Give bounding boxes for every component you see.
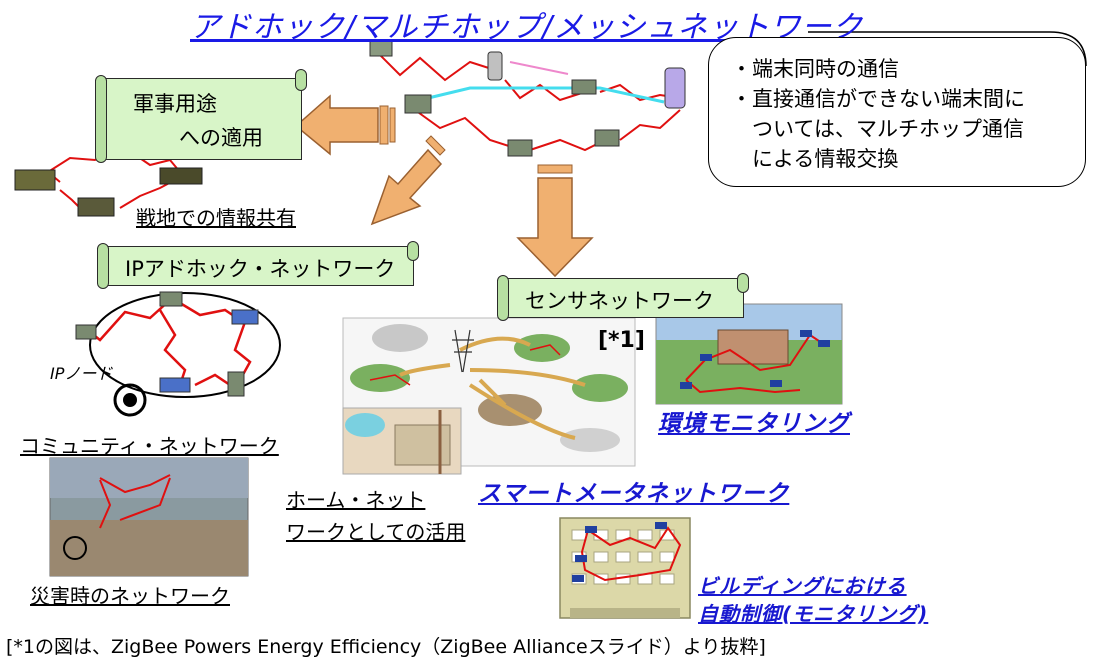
router-icon [231, 309, 259, 325]
reference-mark: [*1] [598, 328, 645, 353]
disaster-caption: 災害時のネットワーク [30, 584, 230, 608]
power-tower-icon [452, 329, 474, 373]
mesh-direct-link-cyan [419, 86, 665, 104]
home-caption-line1: ホーム・ネット [286, 488, 426, 512]
mobile-phone-icon [664, 67, 686, 109]
pool-icon [345, 413, 385, 437]
ip-adhoc-caption: コミュニティ・ネットワーク [20, 434, 279, 458]
environment-caption: 環境モニタリング [658, 411, 850, 437]
humvee-icon [77, 197, 115, 217]
disaster-photo-sky [50, 458, 248, 498]
building-caption-line2: 自動制御(モニタリング) [698, 602, 929, 626]
building-caption: ビルディングにおける 自動制御(モニタリング) [698, 572, 928, 628]
building-caption-line1: ビルディングにおける [698, 574, 907, 598]
ip-links [89, 298, 252, 387]
environment-links-2 [685, 379, 801, 394]
ip-network-oval [89, 292, 281, 398]
ip-devices [75, 291, 259, 417]
armored-vehicle-icon [14, 169, 56, 191]
house-interior-icon [394, 424, 451, 466]
ip-adhoc-scroll-banner: IPアドホック・ネットワーク [97, 241, 419, 289]
laptop-icon [159, 291, 183, 307]
house-cluster-icon [572, 374, 628, 402]
arrow-to-ip-adhoc-icon [370, 135, 446, 226]
home-network-caption: ホーム・ネット ワークとしての活用 [286, 484, 465, 548]
arrow-to-sensor-icon [516, 164, 594, 278]
building-icon [559, 517, 691, 619]
office-building-icon [560, 428, 620, 452]
military-scroll-banner: 軍事用途 への適用 [95, 69, 307, 163]
military-scroll-line1: 軍事用途 [133, 92, 217, 116]
disaster-photo-rubble [50, 520, 248, 576]
footnote: [*1の図は、ZigBee Powers Energy Efficiency（Z… [6, 636, 766, 658]
laptop-icon [594, 129, 620, 147]
laptop-icon [404, 94, 432, 114]
antenna-dish-icon [113, 383, 147, 417]
mobile-phone-icon [487, 51, 503, 81]
callout-line: ・直接通信ができない端末間に [731, 87, 1025, 111]
sensor-scroll-banner: センサネットワーク [497, 273, 749, 321]
smart-meter-houses [350, 324, 628, 452]
sensor-scroll-label: センサネットワーク [525, 289, 714, 313]
antenna-center-icon [123, 393, 137, 407]
laptop-icon [75, 324, 97, 340]
antenna-dish-icon [63, 536, 87, 560]
ip-adhoc-scroll-label: IPアドホック・ネットワーク [125, 257, 396, 281]
mesh-devices [369, 39, 686, 157]
military-caption: 戦地での情報共有 [136, 206, 296, 230]
laptop-icon [571, 79, 597, 95]
environment-sensors [680, 330, 830, 389]
power-plant-icon [372, 324, 428, 352]
home-caption-line2: ワークとしての活用 [286, 520, 466, 544]
smart-meter-caption: スマートメータネットワーク [478, 481, 790, 507]
mesh-direct-link-pink [509, 61, 569, 75]
disaster-links [99, 474, 171, 529]
house-cluster-icon [514, 334, 570, 362]
callout-line: による情報交換 [731, 147, 899, 171]
smart-meter-red-links [369, 344, 561, 386]
router-icon [159, 377, 191, 393]
pda-device-icon [369, 39, 393, 57]
callout-line: ついては、マルチホップ通信 [731, 117, 1024, 141]
ip-node-label: IPノード [50, 364, 113, 383]
arrow-to-military-icon [294, 94, 396, 156]
callout-line: ・端末同時の通信 [731, 57, 899, 81]
tank-icon [159, 167, 203, 185]
mesh-links [379, 54, 681, 152]
military-scroll-line2: への適用 [179, 126, 263, 150]
features-callout: ・端末同時の通信 ・直接通信ができない端末間に ついては、マルチホップ通信 によ… [708, 37, 1086, 187]
farm-building-icon [717, 329, 789, 365]
laptop-icon [507, 139, 533, 157]
pda-device-icon [227, 371, 245, 397]
